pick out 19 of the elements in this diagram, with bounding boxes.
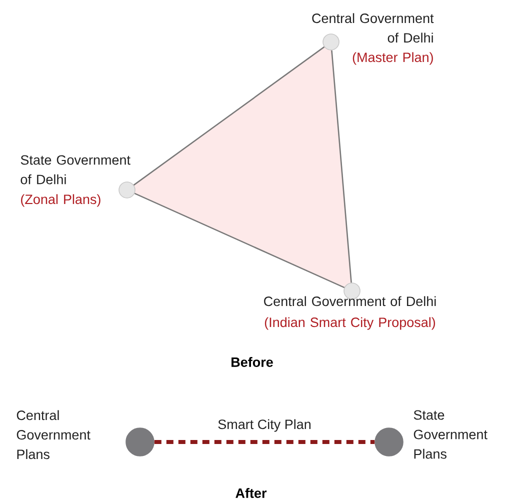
connector-line <box>133 46 325 186</box>
connector-line <box>331 50 352 283</box>
circle-marker <box>126 428 154 456</box>
edge-label: Smart City Plan <box>218 419 310 432</box>
node-caption: State Government Plans <box>414 410 488 459</box>
node-caption: State Government of Delhi <box>20 155 130 184</box>
circle-marker <box>322 34 340 50</box>
connector-line <box>134 192 345 288</box>
circle-marker <box>118 182 136 198</box>
node-caption: (Indian Smart City Proposal) <box>264 317 436 330</box>
circle-marker <box>374 428 404 456</box>
node-caption: Central Government of Delhi <box>264 296 436 306</box>
node-caption: Central Government Plans <box>16 410 90 460</box>
connector-line <box>154 440 375 444</box>
node-caption: (Master Plan) <box>352 52 433 65</box>
panel-caption: After <box>236 488 267 498</box>
panel-caption: Before <box>232 357 273 367</box>
node-caption: (Zonal Plans) <box>21 194 100 207</box>
node-caption: Central Government of Delhi <box>312 13 434 43</box>
